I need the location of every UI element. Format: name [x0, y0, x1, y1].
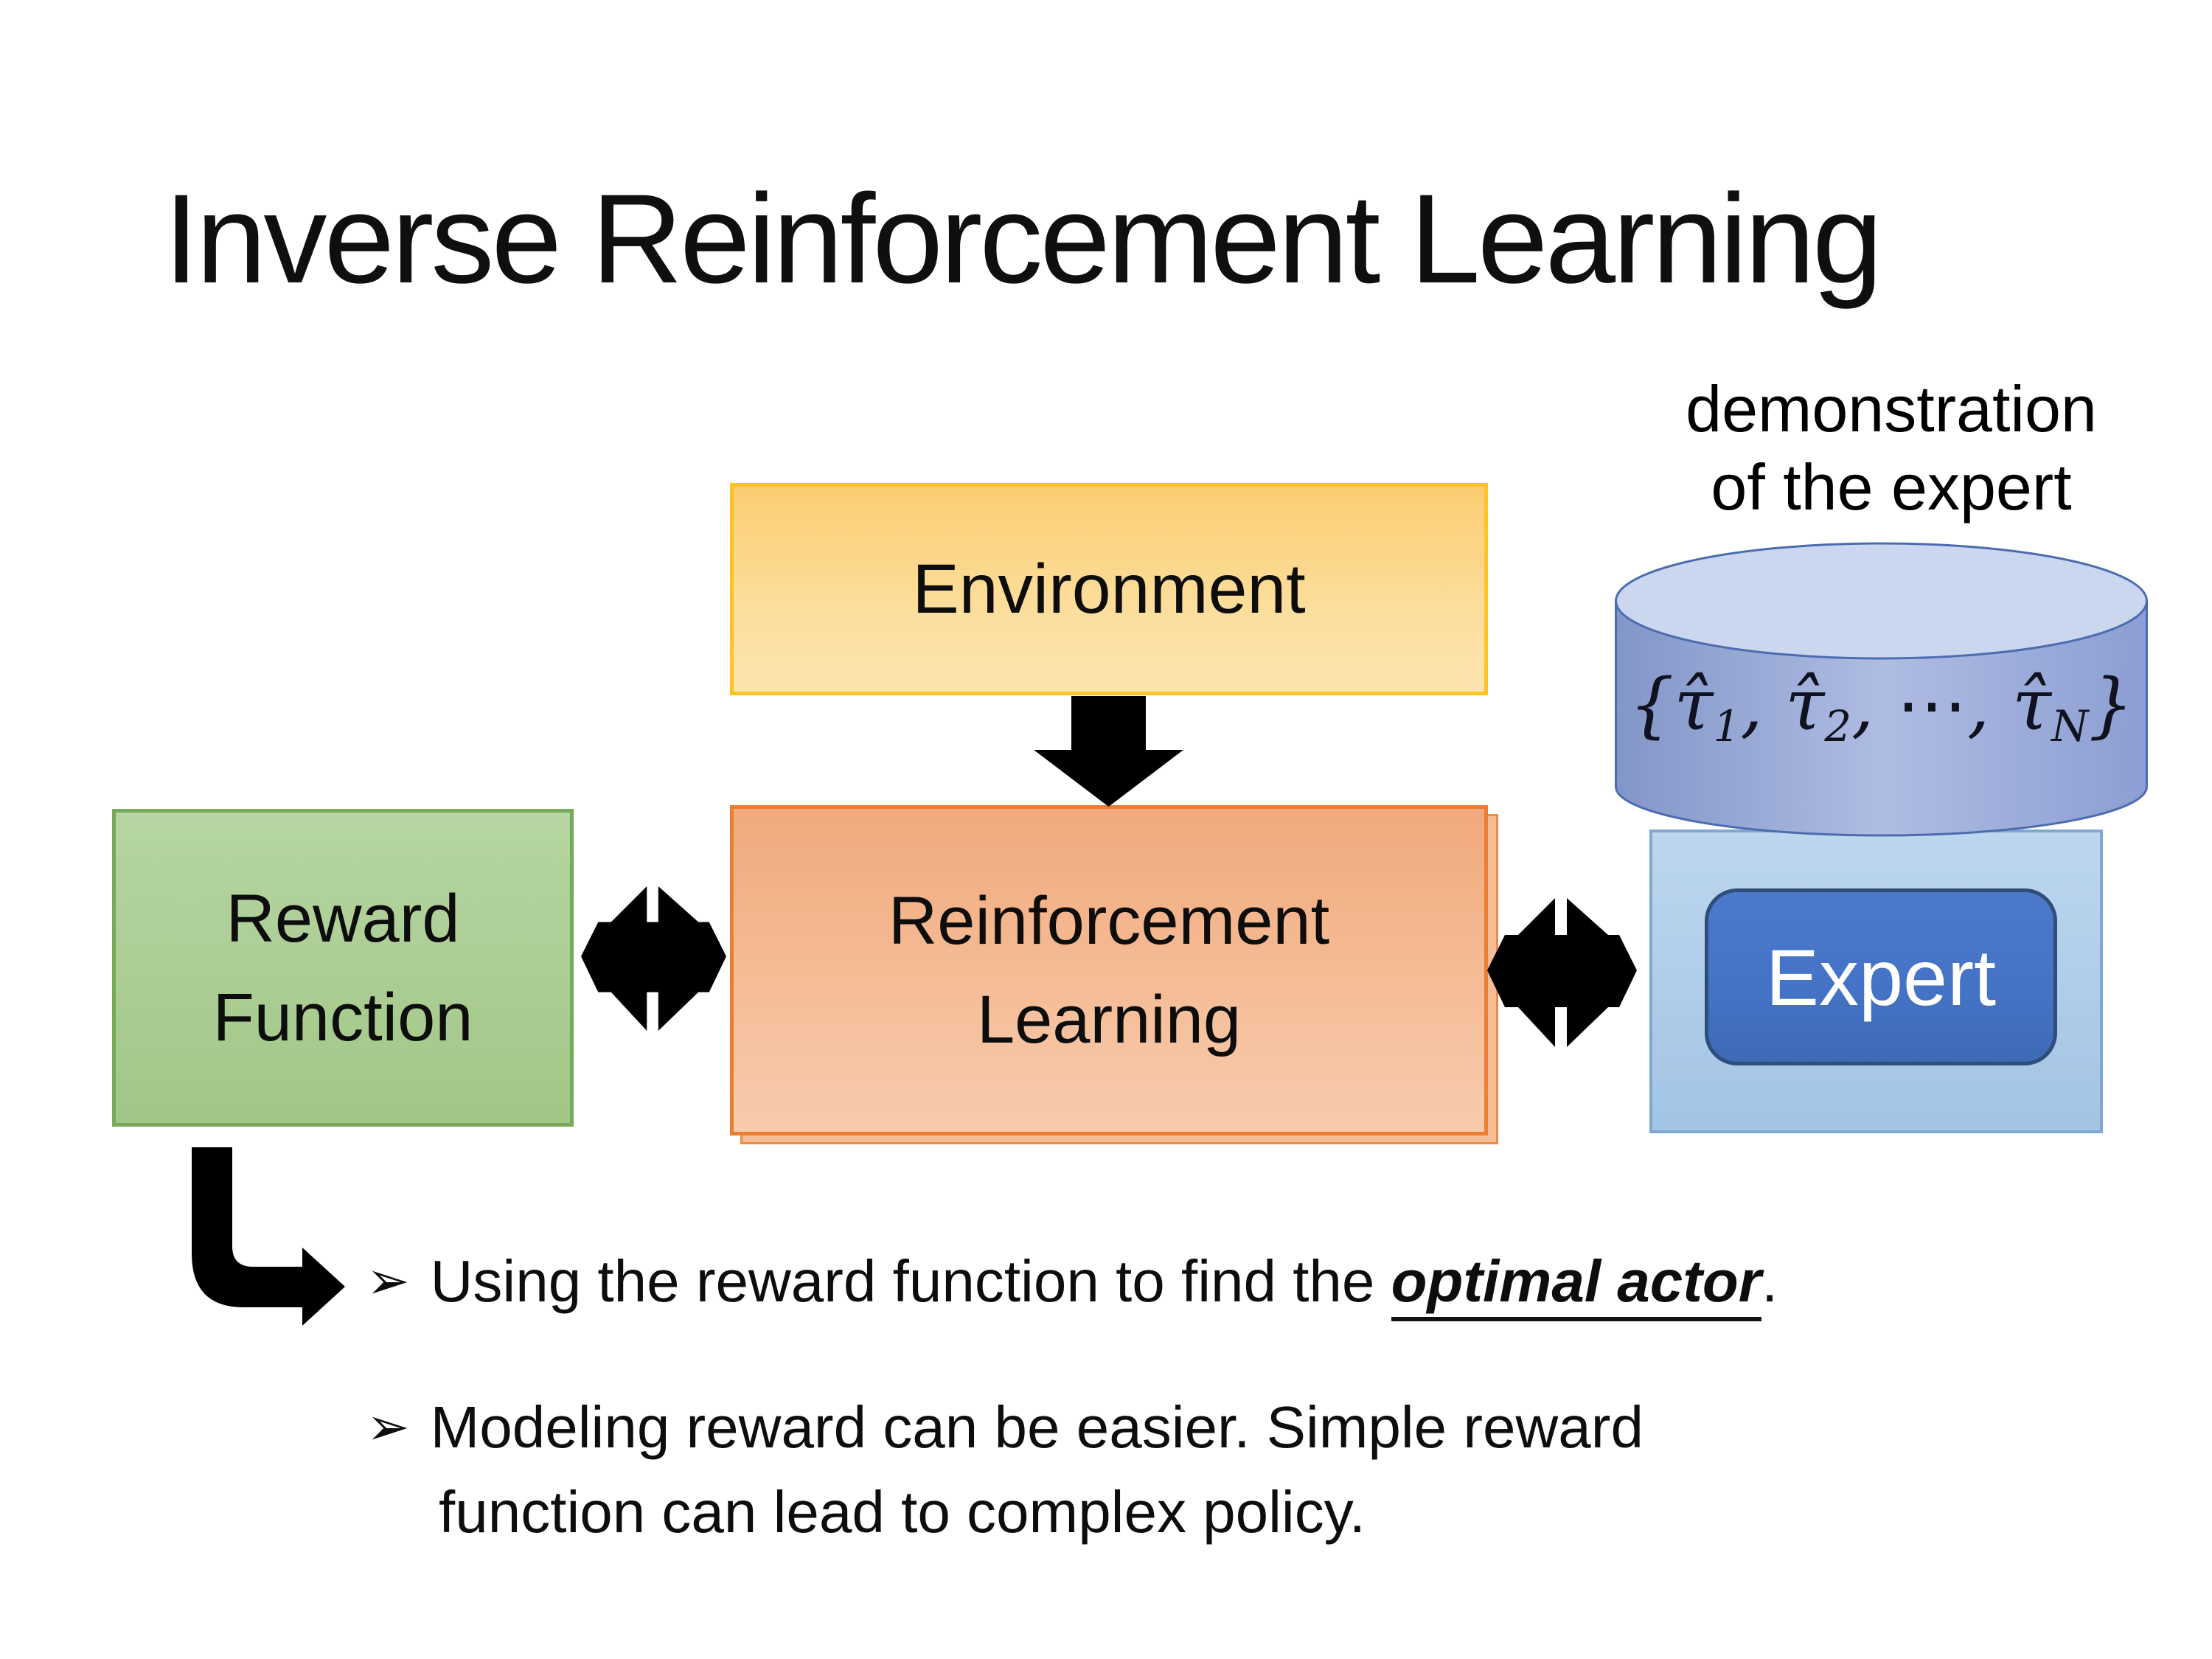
- demonstration-caption: demonstration of the expert: [1633, 370, 2149, 526]
- caption-line-1: demonstration: [1686, 372, 2097, 445]
- formula-tau-1: τ̂: [1674, 664, 1714, 746]
- environment-label: Environment: [912, 549, 1306, 628]
- double-arrow-icon: [581, 886, 726, 1032]
- elbow-arrow-icon: [192, 1147, 345, 1326]
- rl-label-line-2: Learning: [976, 982, 1242, 1057]
- formula-sep-1: ,: [1740, 664, 1786, 746]
- formula-sub-1: 1: [1713, 702, 1741, 752]
- formula-tau-2: τ̂: [1785, 664, 1825, 746]
- reward-function-box: Reward Function: [112, 809, 574, 1127]
- bullet-arrowhead-icon: ➢: [366, 1251, 410, 1311]
- bullet1-emphasis: optimal actor: [1391, 1248, 1761, 1321]
- bullet-item-1: ➢ Using the reward function to find the o…: [366, 1248, 1778, 1321]
- database-cylinder-icon: [1615, 542, 2148, 837]
- bullet1-suffix: .: [1761, 1248, 1778, 1314]
- environment-box: Environment: [730, 483, 1488, 695]
- reward-label-line-2: Function: [212, 979, 473, 1055]
- double-arrow-icon: [1487, 898, 1637, 1047]
- expert-box: Expert: [1705, 888, 2057, 1065]
- formula-close-brace: }: [2088, 664, 2134, 746]
- page-title: Inverse Reinforcement Learning: [164, 168, 1883, 310]
- bullet-item-2: ➢ Modeling reward can be easier. Simple r…: [366, 1386, 2099, 1554]
- bullet2-line-2: function can lead to complex policy.: [439, 1479, 1366, 1545]
- formula-tau-n: τ̂: [2012, 664, 2052, 746]
- formula-sub-2: 2: [1824, 702, 1851, 752]
- formula-open-brace: {: [1629, 664, 1674, 746]
- formula-sub-n: N: [2051, 702, 2089, 752]
- caption-line-2: of the expert: [1711, 451, 2072, 524]
- trajectory-set-formula: {τ̂1, τ̂2, ⋯, τ̂N}: [1613, 664, 2149, 751]
- down-arrow-icon: [1034, 696, 1183, 807]
- formula-dots: ⋯: [1896, 664, 1968, 746]
- bullet1-text: Using the reward function to find the: [430, 1248, 1391, 1314]
- reward-label-line-1: Reward: [226, 880, 460, 956]
- reinforcement-learning-box: Reinforcement Learning: [730, 805, 1488, 1135]
- formula-sep-3: ,: [1967, 664, 2013, 746]
- bullet2-line-1: Modeling reward can be easier. Simple re…: [430, 1394, 1644, 1460]
- formula-sep-2: ,: [1851, 664, 1897, 746]
- rl-label-line-1: Reinforcement: [888, 883, 1330, 959]
- expert-label: Expert: [1765, 932, 1997, 1022]
- bullet-arrowhead-icon: ➢: [366, 1397, 410, 1457]
